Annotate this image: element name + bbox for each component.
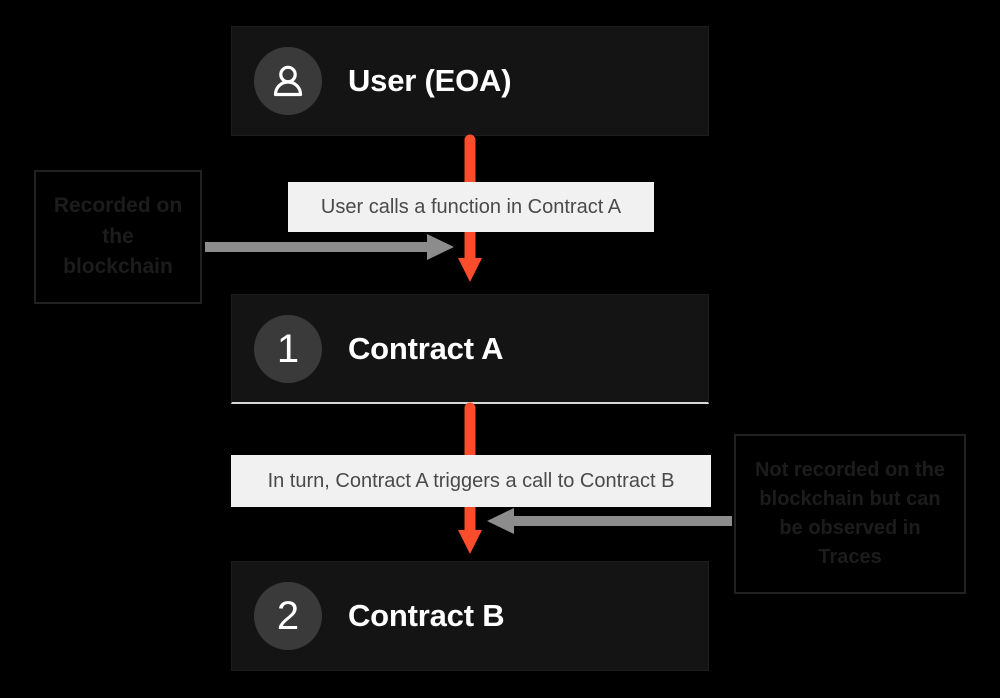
annotation-callout-recorded-on-blockchain: Recorded on the blockchain: [34, 170, 202, 304]
annotation-callout-not-recorded-traces: Not recorded on the blockchain but can b…: [734, 434, 966, 594]
annotation-arrow-left-icon: [487, 506, 732, 536]
step-number-badge-2: 2: [254, 582, 322, 650]
person-icon: [254, 47, 322, 115]
node-label-contract-b: Contract B: [348, 598, 505, 633]
node-label-user-eoa: User (EOA): [348, 63, 512, 98]
node-contract-b[interactable]: 2 Contract B: [231, 561, 709, 671]
annotation-arrow-right-icon: [205, 232, 455, 262]
step-number-badge-1: 1: [254, 314, 322, 383]
node-user-eoa[interactable]: User (EOA): [231, 26, 709, 136]
edge-caption-user-calls-contract-a: User calls a function in Contract A: [288, 182, 654, 232]
node-contract-a[interactable]: 1 Contract A: [231, 294, 709, 404]
node-label-contract-a: Contract A: [348, 330, 504, 366]
edge-caption-contract-a-triggers-contract-b: In turn, Contract A triggers a call to C…: [231, 455, 711, 507]
